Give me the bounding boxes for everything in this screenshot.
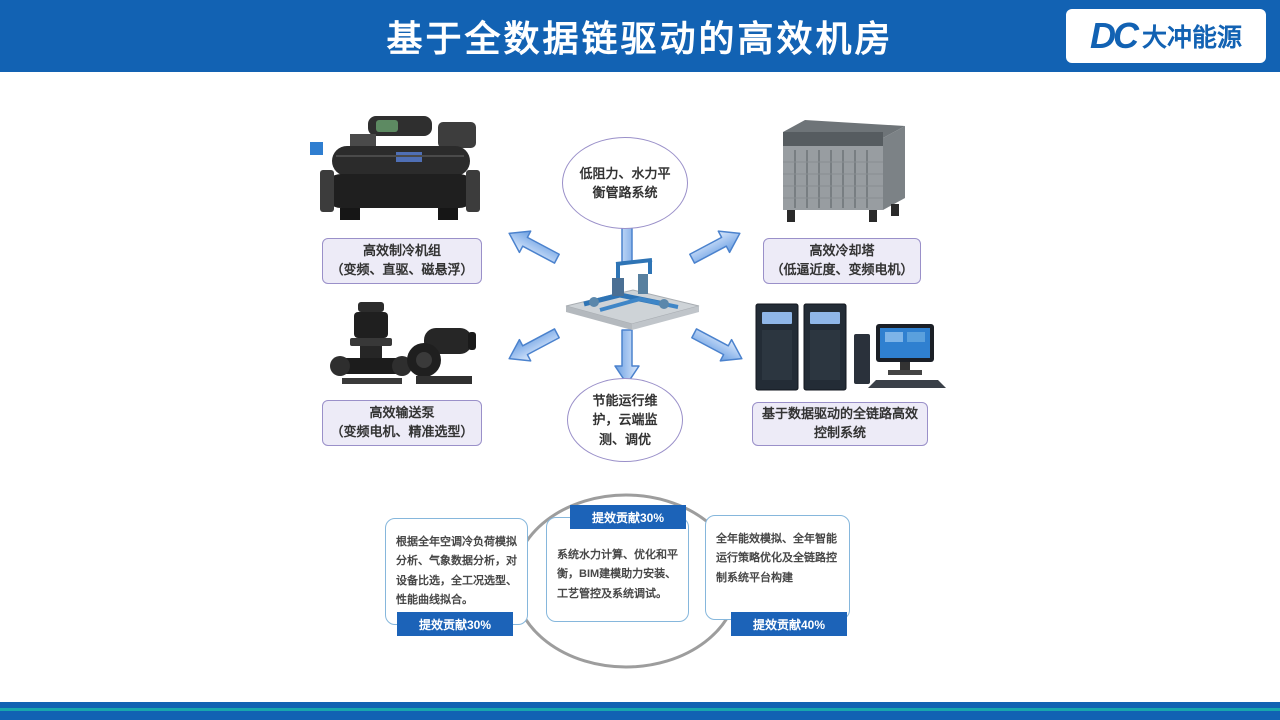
footer-bar xyxy=(0,702,1280,720)
cooling-tower-label-box: 高效冷却塔 （低逼近度、变频电机） xyxy=(763,238,921,284)
cooling-tower-image xyxy=(765,106,915,230)
process-step3-text: 全年能效模拟、全年智能运行策略优化及全链路控制系统平台构建 xyxy=(716,533,837,584)
pump-label-line1: 高效输送泵 xyxy=(369,405,435,421)
process-step3-tag: 提效贡献40% xyxy=(731,612,847,636)
page-title: 基于全数据链驱动的高效机房 xyxy=(386,18,894,59)
process-step3-tag-label: 提效贡献40% xyxy=(752,617,826,632)
control-label-box: 基于数据驱动的全链路高效 控制系统 xyxy=(752,402,928,446)
logo-dc-mark: DC xyxy=(1089,15,1139,56)
chiller-image xyxy=(310,112,490,227)
pump-label-line2: （变频电机、精准选型） xyxy=(330,424,474,439)
pipe-system-label: 低阻力、水力平衡管路系统 xyxy=(579,165,671,201)
chiller-label-line2: （变频、直驱、磁悬浮） xyxy=(330,262,474,277)
process-step1-box: 根据全年空调冷负荷模拟分析、气象数据分析，对设备比选，全工况选型、性能曲线拟合。 xyxy=(385,518,528,625)
maintenance-label: 节能运行维护，云端监测、调优 xyxy=(592,392,658,447)
process-step2-box: 系统水力计算、优化和平衡，BIM建模助力安装、工艺管控及系统调试。 xyxy=(546,517,689,622)
process-step1-tag-label: 提效贡献30% xyxy=(418,617,492,632)
arrow-upper-right-icon xyxy=(683,219,748,273)
arrow-lower-left-icon xyxy=(500,319,565,373)
control-system-image xyxy=(752,302,952,398)
process-step1-tag: 提效贡献30% xyxy=(397,612,513,636)
arrow-upper-left-icon xyxy=(500,219,565,273)
maintenance-ellipse: 节能运行维护，云端监测、调优 xyxy=(567,378,683,462)
process-step1-text: 根据全年空调冷负荷模拟分析、气象数据分析，对设备比选，全工况选型、性能曲线拟合。 xyxy=(396,536,517,606)
process-step2-text: 系统水力计算、优化和平衡，BIM建模助力安装、工艺管控及系统调试。 xyxy=(557,549,678,600)
pump-label-box: 高效输送泵 （变频电机、精准选型） xyxy=(322,400,482,446)
process-step2-tag-label: 提效贡献30% xyxy=(591,510,665,525)
company-logo: DC 大冲能源 xyxy=(1066,9,1266,63)
cooling-tower-label-line2: （低逼近度、变频电机） xyxy=(770,262,914,277)
chiller-label-box: 高效制冷机组 （变频、直驱、磁悬浮） xyxy=(322,238,482,284)
control-label-line1: 基于数据驱动的全链路高效 xyxy=(761,406,918,422)
arrow-lower-right-icon xyxy=(685,319,750,373)
logo-company-name: 大冲能源 xyxy=(1141,24,1242,52)
arrow-down-icon xyxy=(612,328,642,386)
process-step3-box: 全年能效模拟、全年智能运行策略优化及全链路控制系统平台构建 xyxy=(705,515,850,620)
control-label-line2: 控制系统 xyxy=(813,425,866,440)
cooling-tower-label-line1: 高效冷却塔 xyxy=(809,243,875,259)
chiller-label-line1: 高效制冷机组 xyxy=(362,243,441,259)
process-step2-tag: 提效贡献30% xyxy=(570,505,686,529)
pumps-image xyxy=(328,300,478,395)
header-bar: 基于全数据链驱动的高效机房 DC 大冲能源 xyxy=(0,0,1280,72)
plant-room-model-image xyxy=(560,248,705,338)
pipe-system-ellipse: 低阻力、水力平衡管路系统 xyxy=(562,137,688,229)
